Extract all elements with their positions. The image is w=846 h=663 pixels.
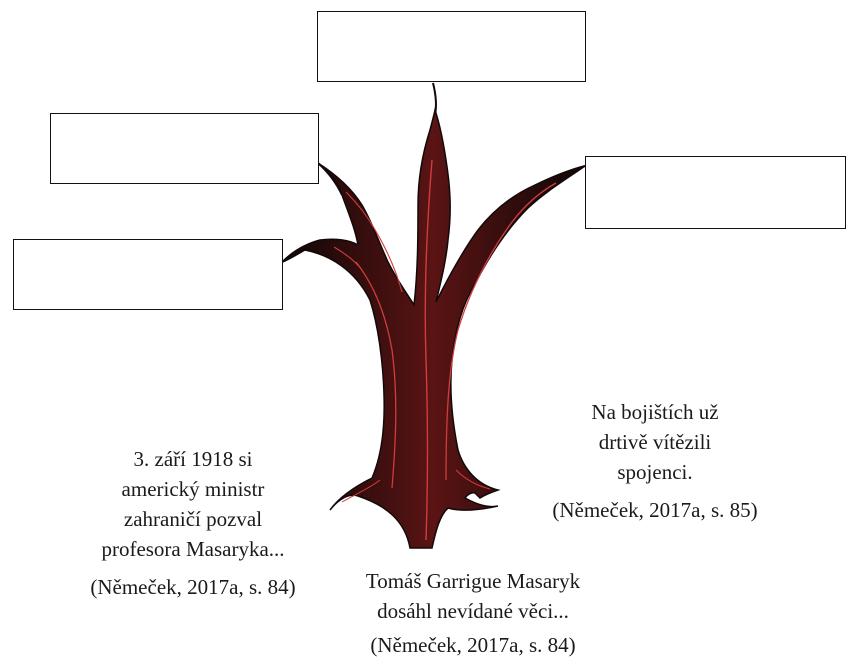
caption-left-line: profesora Masaryka...: [101, 537, 285, 561]
caption-right: Na bojištích už drtivě vítězili spojenci…: [500, 397, 810, 525]
caption-right-line: drtivě vítězili: [598, 430, 712, 454]
caption-left-line: zahraničí pozval: [123, 507, 263, 531]
answer-box-right[interactable]: [585, 156, 846, 229]
caption-right-citation: (Němeček, 2017a, s. 85): [552, 498, 758, 522]
caption-bottom-citation: (Němeček, 2017a, s. 84): [370, 633, 576, 657]
caption-bottom-line: dosáhl nevídané věci...: [377, 599, 569, 623]
tree-trunk: [281, 107, 586, 549]
vein-root-right: [455, 469, 491, 490]
vein-left: [355, 261, 397, 489]
vein-root-left: [341, 479, 381, 503]
caption-bottom-line: Tomáš Garrigue Masaryk: [365, 569, 581, 593]
caption-left-line: 3. září 1918 si: [133, 447, 253, 471]
caption-left: 3. září 1918 si americký ministr zahrani…: [38, 444, 348, 602]
vein-center: [424, 159, 433, 541]
answer-box-top[interactable]: [317, 11, 586, 82]
vein-upper-left: [345, 191, 403, 293]
caption-left-citation: (Němeček, 2017a, s. 84): [90, 575, 296, 599]
caption-left-line: americký ministr: [121, 477, 265, 501]
answer-box-lower-left[interactable]: [13, 239, 283, 310]
vein-left-branch: [333, 246, 363, 271]
vein-right: [445, 182, 557, 481]
caption-bottom: Tomáš Garrigue Masaryk dosáhl nevídané v…: [318, 566, 628, 660]
caption-right-line: spojenci.: [617, 460, 693, 484]
caption-right-line: Na bojištích už: [591, 400, 719, 424]
answer-box-upper-left[interactable]: [50, 113, 319, 184]
